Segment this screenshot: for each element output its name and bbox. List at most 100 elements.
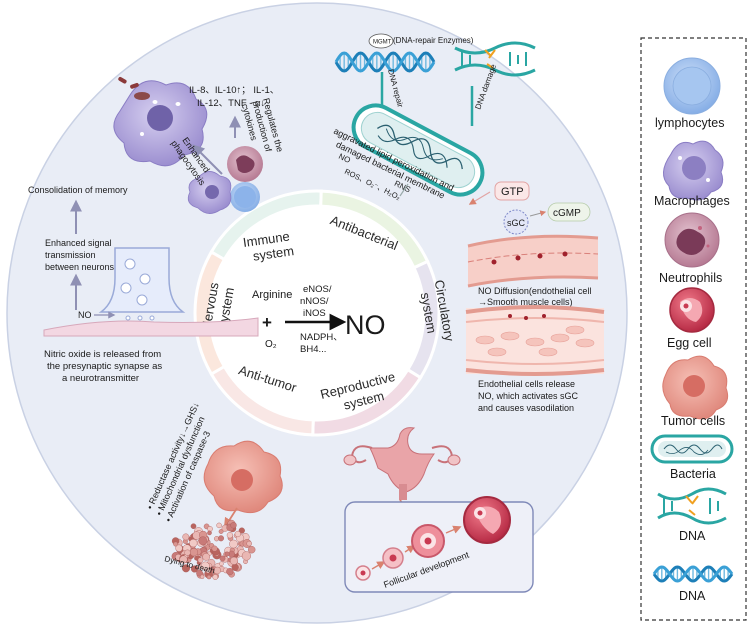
follicle-small-icon: [355, 565, 371, 581]
dying-cell-fragment: [219, 555, 226, 562]
dying-cell-fragment: [211, 545, 218, 552]
gtp-box: [494, 181, 530, 201]
mgmt-label: MGMT: [373, 40, 392, 46]
enzyme-line-2: nNOS/: [300, 296, 329, 307]
legend-egg-cell-icon: [669, 287, 715, 333]
gtp-label: GTP: [501, 186, 524, 198]
neutrophil-icon: [227, 146, 263, 182]
no-neuro-label: NO: [78, 310, 92, 320]
legend-tumor-cell-icon: [662, 355, 729, 420]
dying-cell-fragment: [189, 548, 199, 557]
follicle-medium-icon: [382, 547, 404, 569]
dying-cell-fragment: [181, 564, 190, 573]
o2-label: O₂: [265, 339, 277, 350]
center-circle: [210, 206, 424, 420]
sgc-arrow: [529, 210, 547, 217]
sgc-label: sGC: [507, 218, 526, 228]
cytokines-line-1: IL-8、IL-10↑； IL-1、: [189, 85, 279, 96]
dying-cell-fragment: [229, 556, 238, 565]
enzyme-line-3: iNOS: [303, 308, 326, 319]
sector-circulatory-line2: system: [418, 291, 440, 334]
dna-helix-icon: [334, 51, 436, 73]
legend-label-neutrophils: Neutrophils: [659, 271, 722, 285]
legend-lymphocyte-icon: [663, 57, 721, 115]
legend-label-egg-cell: Egg cell: [667, 336, 711, 350]
dying-cell-fragment: [246, 540, 252, 547]
dying-cell-fragment: [217, 535, 224, 542]
immune-panel: IL-8、IL-10↑； IL-1、 IL-12、TNF - α↓ Regula…: [113, 77, 285, 214]
blood-vessel-icon: [467, 234, 599, 288]
dying-cell-fragment: [224, 551, 230, 557]
signal-line-3: between neurons: [45, 262, 115, 272]
dying-cell-fragment: [190, 523, 197, 530]
sgc-enzyme-icon: [503, 209, 529, 235]
legend-neutrophil-icon: [664, 212, 720, 268]
legend-label-bacteria: Bacteria: [670, 467, 716, 481]
legend-bacteria-icon: [650, 434, 734, 464]
dna-strand: [652, 565, 734, 583]
follicle-arrow-3: [445, 525, 462, 534]
dna-strand: [334, 51, 436, 73]
legend-panel: lymphocytes Macrophages Neutrophils Egg …: [640, 37, 747, 621]
cgmp-label: cGMP: [553, 208, 581, 219]
dna-repair-enzymes: (DNA-repair Enzymes): [393, 36, 474, 45]
release-line-1: Endothelial cells release: [478, 379, 575, 389]
released-line-3: a neurotransmitter: [62, 373, 139, 384]
diffusion-line-1: NO Diffusion(endothelial cell: [478, 286, 591, 296]
dna-strand: [652, 565, 734, 583]
dilated-vessel-icon: [465, 305, 605, 376]
macrophage-small-icon: [187, 171, 232, 214]
enzyme-line-1: eNOS/: [303, 284, 332, 295]
cgmp-box: [547, 202, 591, 222]
mgmt-badge: [368, 33, 394, 49]
legend-damaged-dna-icon: [657, 487, 727, 525]
dying-cell-fragment: [216, 522, 222, 529]
signal-line-1: Enhanced signal: [45, 238, 112, 248]
cofactor-line-2: BH4...: [300, 344, 326, 355]
legend-label-tumor-cells: Tumor cells: [661, 414, 725, 428]
legend-label-macrophages: Macrophages: [654, 194, 730, 208]
follicle-large-icon: [411, 524, 445, 558]
lymphocyte-icon: [230, 182, 260, 212]
dying-cell-fragment: [219, 561, 224, 567]
dying-cell-fragment: [206, 574, 212, 580]
released-line-2: the presynaptic synapse as: [47, 361, 162, 372]
release-line-2: NO, which activates sGC: [478, 391, 579, 401]
uterus-icon: [343, 427, 461, 500]
circulatory-panel: GTP sGC cGMP NO Diffusion(endothelial ce…: [465, 181, 605, 413]
sector-nervous-line2: system: [215, 286, 237, 329]
dying-cell-fragment: [175, 544, 183, 552]
reproductive-panel: Follicular development: [343, 427, 534, 593]
legend-label-dna-1: DNA: [679, 529, 706, 543]
signal-line-2: transmission: [45, 250, 96, 260]
dying-cell-fragment: [238, 527, 245, 534]
dying-cell-fragment: [207, 530, 212, 536]
diffusion-line-2: →Smooth muscle cells): [478, 297, 573, 307]
follicle-mature-icon: [463, 496, 511, 544]
memory-label: Consolidation of memory: [28, 185, 128, 195]
sector-immune-line1: Immune: [242, 229, 291, 250]
dying-tumor-icon: [171, 519, 256, 580]
dying-cell-fragment: [247, 546, 256, 554]
legend-label-lymphocytes: lymphocytes: [655, 116, 724, 130]
dying-cell-fragment: [179, 555, 188, 564]
dying-cell-fragment: [241, 551, 252, 561]
dying-cell-fragment: [226, 532, 234, 539]
dying-cell-fragment: [196, 569, 203, 577]
plus-sign: +: [262, 313, 272, 332]
dying-cell-fragment: [197, 557, 204, 563]
cofactor-line-1: NADPH、: [300, 332, 343, 343]
phagocytosis-arrow: [192, 144, 223, 175]
dying-cell-fragment: [199, 574, 205, 579]
dying-cell-fragment: [173, 541, 179, 547]
damaged-dna-icon: [454, 41, 536, 77]
dying-cell-fragment: [209, 566, 215, 572]
no-product: NO: [345, 310, 386, 340]
dying-cell-fragment: [226, 567, 234, 576]
dying-cell-fragment: [184, 549, 191, 556]
dying-cell-fragment: [212, 574, 219, 580]
bacterium-fragment-icon: [130, 82, 139, 89]
dying-cell-fragment: [197, 564, 203, 570]
tumor-cell-icon: [203, 440, 283, 514]
dying-cell-fragment: [230, 522, 237, 529]
